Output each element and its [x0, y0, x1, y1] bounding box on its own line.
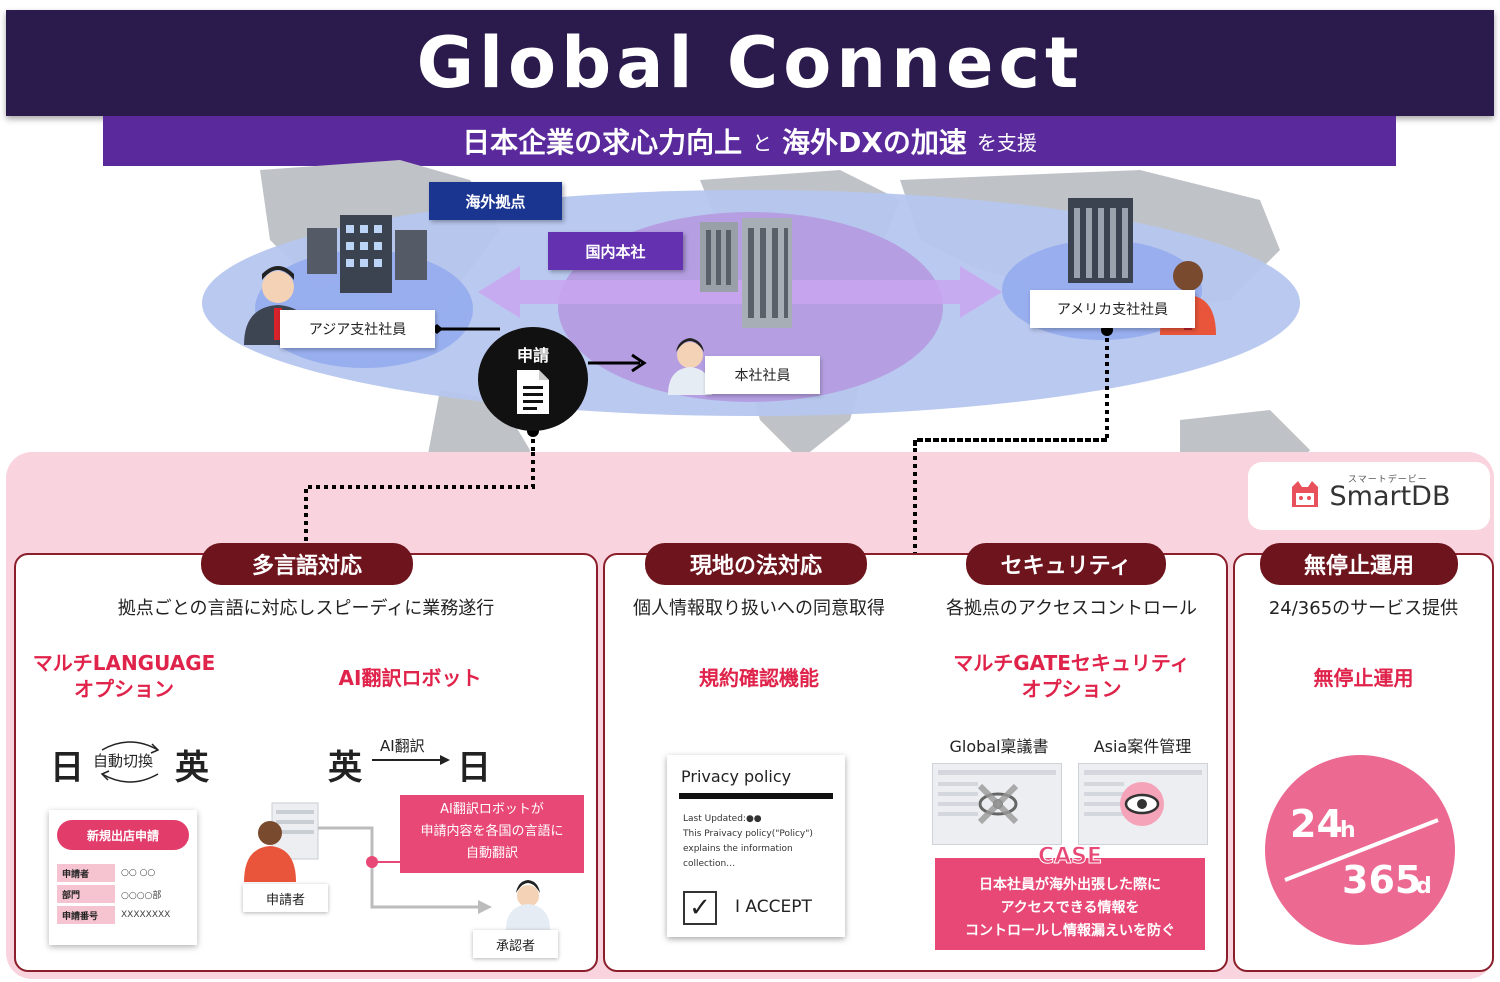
asia-employee-label: アジア支社社員	[280, 310, 435, 348]
title-bar: Global Connect	[6, 10, 1494, 116]
security-desc: 各拠点のアクセスコントロール	[945, 598, 1198, 619]
nonstop-feature: 無停止運用	[1313, 666, 1414, 690]
uptime-hours: 24	[1290, 802, 1343, 846]
ai-robot-note: AI翻訳ロボットが 申請内容を各国の言語に 自動翻訳	[400, 795, 584, 873]
security-title: セキュリティ	[966, 543, 1166, 585]
ai-source-en: 英	[328, 748, 362, 788]
case-line1: 日本社員が海外出張した際に	[979, 877, 1161, 893]
asia-region-blob	[255, 250, 473, 368]
multilang-title: 多言語対応	[201, 543, 413, 585]
uptime-days: 365	[1342, 858, 1422, 902]
terms-check-feature: 規約確認機能	[699, 666, 819, 690]
multilang-feature-line2: オプション	[74, 677, 174, 701]
auto-switch-label: 自動切換	[93, 752, 154, 770]
smartdb-kana: スマートデービー	[1348, 475, 1428, 485]
privacy-line3: explains the information	[683, 844, 793, 854]
ai-translate-label: AI翻訳	[380, 737, 425, 755]
case-line3: コントロールし情報漏えいを防ぐ	[965, 923, 1175, 939]
form-value: ○○○○部	[115, 885, 189, 903]
ai-target-jp: 日	[457, 748, 491, 788]
form-value: ○○ ○○	[115, 864, 189, 882]
nonstop-title: 無停止運用	[1260, 543, 1458, 585]
application-label: 申請	[516, 346, 549, 365]
cycle-arrows-icon	[100, 741, 160, 783]
asia-window-label: Asia案件管理	[1093, 737, 1192, 756]
subtitle-bar: 日本企業の求心力向上 と 海外DXの加速 を支援	[103, 116, 1396, 166]
gate-feature-line1: マルチGATEセキュリティ	[953, 651, 1190, 675]
form-row: 申請番号 XXXXXXXX	[57, 906, 189, 924]
subtitle-part2: 海外DXの加速	[782, 126, 967, 159]
america-employee-label: アメリカ支社社員	[1030, 290, 1195, 328]
legal-desc: 個人情報取り扱いへの同意取得	[633, 598, 885, 619]
overseas-branch-tag: 海外拠点	[429, 182, 562, 220]
auto-switch-en: 英	[175, 748, 209, 788]
uptime-circle	[1265, 755, 1455, 945]
multilang-feature-line1: マルチLANGUAGE	[32, 651, 216, 675]
approver-label: 承認者	[473, 930, 558, 958]
privacy-line1: Last Updated:●●	[683, 814, 762, 824]
asia-case-window	[1078, 763, 1208, 845]
form-row: 申請者 ○○ ○○	[57, 864, 189, 882]
form-key: 申請番号	[57, 906, 115, 924]
gate-security-feature: マルチGATEセキュリティ オプション	[915, 650, 1228, 702]
auto-switch-jp: 日	[50, 748, 84, 788]
document-icon	[517, 370, 549, 414]
multilang-desc: 拠点ごとの言語に対応しスピーディに業務遂行	[117, 598, 495, 619]
page-title: Global Connect	[416, 22, 1084, 104]
global-window-label: Global稟議書	[949, 737, 1049, 756]
case-line2: アクセスできる情報を	[1000, 900, 1140, 916]
privacy-line4: collection…	[683, 859, 736, 869]
form-row: 部門 ○○○○部	[57, 885, 189, 903]
privacy-body: Last Updated:●● This Praivacy policy("Po…	[683, 812, 833, 872]
hq-employee-label: 本社社員	[705, 356, 820, 394]
form-key: 部門	[57, 885, 115, 903]
privacy-line2: This Praivacy policy("Policy")	[683, 829, 813, 839]
ai-note-line3: 自動翻訳	[465, 846, 518, 861]
case-title: CASE	[1037, 844, 1103, 870]
smartdb-cat-icon	[1291, 481, 1318, 507]
form-title: 新規出店申請	[57, 820, 189, 850]
multilang-feature: マルチLANGUAGE オプション	[14, 650, 234, 702]
ai-translation-feature: AI翻訳ロボット	[338, 666, 482, 690]
ai-note-line1: AI翻訳ロボットが	[440, 802, 544, 817]
smartdb-name: SmartDB	[1329, 480, 1451, 512]
uptime-hours-unit: h	[1340, 818, 1356, 843]
accept-label: I ACCEPT	[735, 897, 812, 917]
uptime-days-unit: d	[1416, 874, 1432, 899]
applicant-label: 申請者	[243, 884, 328, 912]
case-text: 日本社員が海外出張した際に アクセスできる情報を コントロールし情報漏えいを防ぐ	[935, 874, 1205, 943]
subtitle-conj2: を支援	[976, 130, 1037, 155]
smartdb-logo: スマートデービー SmartDB	[1248, 462, 1490, 530]
privacy-policy-card: Privacy policy Last Updated:●● This Prai…	[667, 755, 845, 937]
form-key: 申請者	[57, 864, 115, 882]
gate-feature-line2: オプション	[1021, 677, 1122, 701]
privacy-title: Privacy policy	[681, 767, 792, 786]
application-form-card: 新規出店申請 申請者 ○○ ○○ 部門 ○○○○部 申請番号 XXXXXXXX	[49, 810, 197, 945]
privacy-divider	[679, 793, 833, 799]
domestic-hq-tag: 国内本社	[548, 232, 683, 270]
right-arrow-icon	[372, 755, 450, 765]
case-box: CASE 日本社員が海外出張した際に アクセスできる情報を コントロールし情報漏…	[935, 844, 1205, 950]
legal-title: 現地の法対応	[645, 543, 867, 585]
subtitle-conj1: と	[752, 130, 773, 155]
global-approval-window	[932, 763, 1062, 845]
accept-checkbox[interactable]: ✓	[683, 891, 717, 925]
nonstop-desc: 24/365のサービス提供	[1268, 598, 1459, 619]
ai-note-line2: 申請内容を各国の言語に	[420, 824, 564, 839]
subtitle-part1: 日本企業の求心力向上	[462, 126, 743, 159]
form-value: XXXXXXXX	[115, 906, 189, 924]
application-node: 申請	[478, 327, 588, 431]
